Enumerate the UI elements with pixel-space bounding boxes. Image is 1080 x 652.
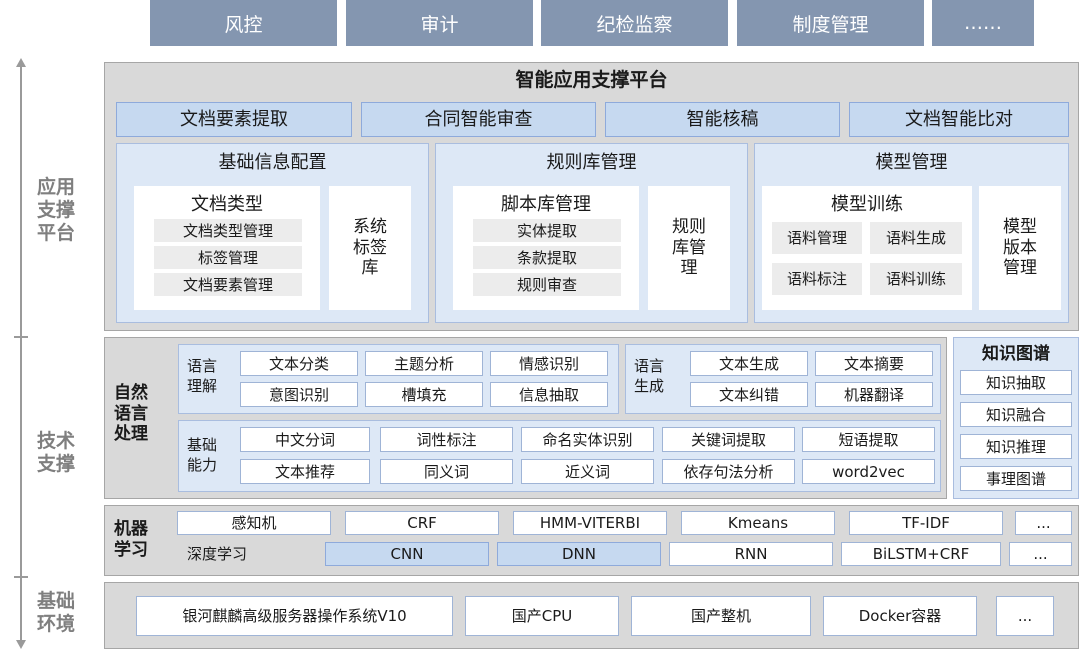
- basic-dependency: 依存句法分析: [662, 459, 795, 484]
- top-item-audit: 审计: [346, 0, 533, 46]
- base-os-kylin: 银河麒麟高级服务器操作系统V10: [136, 596, 453, 636]
- axis-arrow-up-icon: [16, 58, 26, 67]
- ml-kmeans: Kmeans: [681, 511, 835, 535]
- basic-config-title: 基础信息配置: [218, 152, 327, 173]
- doc-type-item-element-mgmt: 文档要素管理: [154, 273, 302, 296]
- doc-type-item-type-mgmt: 文档类型管理: [154, 219, 302, 242]
- ml-dnn: DNN: [497, 542, 661, 566]
- axis-arrow-down-icon: [16, 640, 26, 649]
- training-item-corpus-gen: 语料生成: [870, 222, 962, 254]
- rule-library-mgmt: 规则 库管 理: [648, 186, 730, 310]
- nlu-sentiment: 情感识别: [490, 351, 608, 376]
- script-lib-title: 脚本库管理: [501, 194, 591, 215]
- basic-synonym: 同义词: [380, 459, 513, 484]
- feature-doc-element-extract: 文档要素提取: [116, 102, 352, 137]
- nlu-topic-analysis: 主题分析: [365, 351, 483, 376]
- model-mgmt-title: 模型管理: [875, 152, 948, 173]
- training-item-corpus-label: 语料标注: [772, 263, 862, 295]
- top-item-risk-control: 风控: [150, 0, 337, 46]
- doc-type-title: 文档类型: [191, 194, 263, 215]
- ml-bilstm-crf: BiLSTM+CRF: [841, 542, 1001, 566]
- feature-doc-compare: 文档智能比对: [849, 102, 1069, 137]
- axis-tick-1: [14, 336, 28, 338]
- top-item-more: ……: [932, 0, 1034, 46]
- nlu-slot-filling: 槽填充: [365, 382, 483, 407]
- nlu-label: 语言 理解: [187, 357, 218, 395]
- doc-type-item-tag-mgmt: 标签管理: [154, 246, 302, 269]
- nlg-text-gen: 文本生成: [690, 351, 808, 376]
- training-item-corpus-mgmt: 语料管理: [772, 222, 862, 254]
- kg-event-graph: 事理图谱: [960, 466, 1072, 491]
- side-label-tech-support: 技术 支撑: [36, 430, 75, 475]
- nlg-summary: 文本摘要: [815, 351, 933, 376]
- basic-recommend: 文本推荐: [240, 459, 370, 484]
- ml-crf: CRF: [345, 511, 499, 535]
- side-label-app-platform: 应用 支撑 平台: [36, 176, 75, 244]
- axis-line-tech: [20, 338, 22, 576]
- basic-keyword: 关键词提取: [662, 427, 795, 452]
- base-machine: 国产整机: [631, 596, 811, 636]
- model-version-mgmt: 模型 版本 管理: [979, 186, 1061, 310]
- ml-title: 机器 学习: [114, 519, 148, 560]
- base-docker: Docker容器: [823, 596, 977, 636]
- nlu-intent: 意图识别: [240, 382, 358, 407]
- ml-perceptron: 感知机: [177, 511, 331, 535]
- kg-extract: 知识抽取: [960, 370, 1072, 395]
- kg-title: 知识图谱: [982, 344, 1050, 364]
- training-item-corpus-train: 语料训练: [870, 263, 962, 295]
- basic-near-synonym: 近义词: [521, 459, 654, 484]
- nlu-info-extract: 信息抽取: [490, 382, 608, 407]
- ml-hmm-viterbi: HMM-VITERBI: [513, 511, 667, 535]
- script-item-entity-extract: 实体提取: [473, 219, 621, 242]
- basic-phrase: 短语提取: [802, 427, 935, 452]
- ml-more-2: ...: [1009, 542, 1072, 566]
- ml-cnn: CNN: [325, 542, 489, 566]
- system-tag-library: 系统 标签 库: [329, 186, 411, 310]
- script-item-clause-extract: 条款提取: [473, 246, 621, 269]
- feature-smart-proofread: 智能核稿: [605, 102, 840, 137]
- basic-word-seg: 中文分词: [240, 427, 370, 452]
- basic-ner: 命名实体识别: [521, 427, 654, 452]
- kg-fusion: 知识融合: [960, 402, 1072, 427]
- top-item-discipline: 纪检监察: [541, 0, 728, 46]
- axis-line-app: [20, 66, 22, 336]
- script-item-rule-review: 规则审查: [473, 273, 621, 296]
- top-item-policy: 制度管理: [737, 0, 924, 46]
- nlp-basic-label: 基础 能力: [187, 436, 218, 474]
- basic-word2vec: word2vec: [802, 459, 935, 484]
- nlg-correction: 文本纠错: [690, 382, 808, 407]
- ml-more-1: ...: [1015, 511, 1072, 535]
- base-more: ...: [996, 596, 1054, 636]
- side-label-base-env: 基础 环境: [36, 590, 75, 635]
- platform-title: 智能应用支撑平台: [515, 69, 668, 91]
- nlg-translation: 机器翻译: [815, 382, 933, 407]
- ml-rnn: RNN: [669, 542, 833, 566]
- ml-tfidf: TF-IDF: [849, 511, 1003, 535]
- kg-reasoning: 知识推理: [960, 434, 1072, 459]
- axis-tick-2: [14, 576, 28, 578]
- axis-line-base: [20, 578, 22, 640]
- nlu-text-classify: 文本分类: [240, 351, 358, 376]
- base-cpu: 国产CPU: [465, 596, 619, 636]
- nlg-label: 语言 生成: [634, 357, 665, 395]
- model-training-title: 模型训练: [831, 194, 903, 215]
- nlp-title: 自然 语言 处理: [114, 383, 148, 445]
- basic-pos-tag: 词性标注: [380, 427, 513, 452]
- ml-deep-learning: 深度学习: [187, 545, 248, 563]
- rule-mgmt-title: 规则库管理: [546, 152, 637, 173]
- feature-contract-review: 合同智能审查: [361, 102, 596, 137]
